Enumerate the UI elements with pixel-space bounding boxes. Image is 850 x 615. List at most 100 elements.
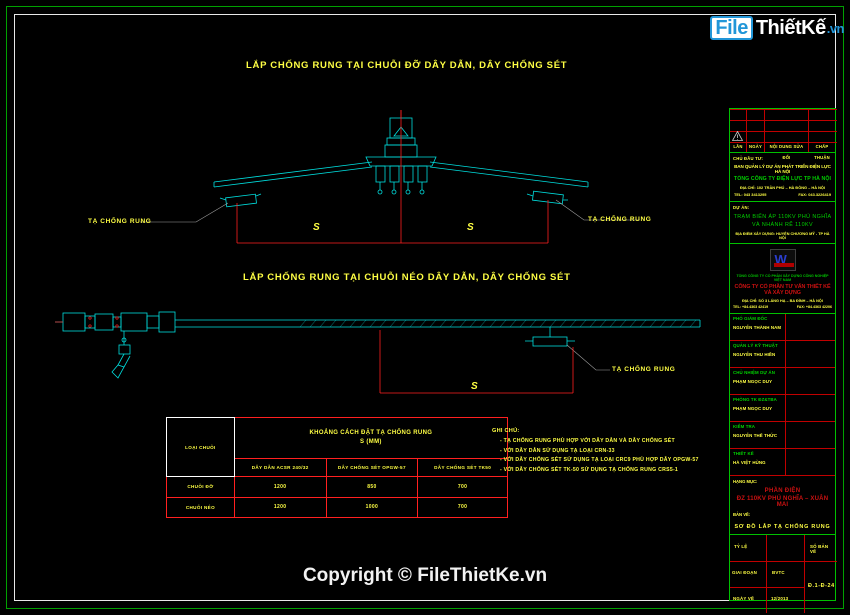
signature-row: THIẾT KẾ HÀ VIỆT HÙNG (730, 449, 835, 476)
owner-line2: TỔNG CÔNG TY ĐIỆN LỰC TP HÀ NỘI (733, 176, 832, 182)
title-block: LẦN NGÀY NỘI DUNG SỬA ĐỔI CHẤP THUẬN CHỦ… (729, 108, 837, 613)
sig-name: HÀ VIỆT HÙNG (733, 460, 766, 465)
spec-table: LOẠI CHUỖI KHOẢNG CÁCH ĐẶT TẠ CHỐNG RUNG… (166, 416, 509, 519)
logo-thiet-text: Thiết (755, 16, 802, 39)
outer-border (6, 6, 844, 609)
subheader-acsr: DÂY DẪN ACSR 240/32 (233, 457, 327, 478)
signature-row: PHÒNG TK ĐZ&TBA PHẠM NGỌC DUY (730, 395, 835, 422)
logo-red-bar (773, 263, 794, 267)
row-chuoi-do-acsr: 1200 (233, 476, 327, 498)
table-subheader-row: DÂY DẪN ACSR 240/32 DÂY CHỐNG SÉT OPGW-5… (167, 457, 508, 478)
revision-headers: LẦN NGÀY NỘI DUNG SỬA ĐỔI CHẤP THUẬN (730, 141, 835, 160)
sig-name: PHẠM NGỌC DUY (733, 379, 773, 384)
row-chuoi-neo-opgw: 1000 (325, 496, 419, 519)
drawing-caption: BẢN VẼ: (733, 512, 751, 517)
filethietke-logo: File Thiết Kế .vn (710, 16, 845, 40)
owner-section: CHỦ ĐẦU TƯ: BAN QUẢN LÝ DỰ ÁN PHÁT TRIỂN… (730, 153, 835, 202)
rev-header-noidung: NỘI DUNG SỬA ĐỔI (764, 141, 808, 160)
contractor-address: ĐỊA CHỈ: SỐ 3 LÁNG HẠ – BA ĐÌNH – HÀ NỘI (742, 299, 823, 303)
contractor-line2: CÔNG TY CỔ PHẦN TƯ VẤN THIẾT KẾ VÀ XÂY D… (734, 284, 831, 296)
sig-space (786, 341, 835, 367)
sig-role: PHÒNG TK ĐZ&TBA (733, 397, 777, 402)
table-header-row: LOẠI CHUỖI KHOẢNG CÁCH ĐẶT TẠ CHỐNG RUNG… (166, 416, 509, 478)
project-location: ĐỊA ĐIỂM XÂY DỰNG: HUYỆN CHƯƠNG MỸ - TP … (735, 232, 830, 240)
project-section: DỰ ÁN: TRẠM BIẾN ÁP 110KV PHÚ NGHĨA VÀ N… (730, 202, 835, 244)
label-damper-left: TẠ CHỐNG RUNG (88, 218, 152, 225)
sig-role: PHÓ GIÁM ĐỐC (733, 316, 768, 321)
sig-space (786, 395, 835, 421)
header-span-line1: KHOẢNG CÁCH ĐẶT TẠ CHỐNG RUNG (309, 430, 433, 437)
top-diagram-title: LẮP CHỐNG RUNG TẠI CHUỖI ĐỠ DÂY DẪN, DÂY… (246, 60, 568, 71)
contractor-section: W TỔNG CÔNG TY CỔ PHẦN XÂY DỰNG CÔNG NGH… (730, 244, 835, 314)
contractor-fax: FAX: +84.4363 42206 (796, 305, 832, 309)
contractor-logo: W (769, 249, 796, 271)
sig-role: QUẢN LÝ KỸ THUẬT (733, 343, 778, 348)
owner-line1: BAN QUẢN LÝ DỰ ÁN PHÁT TRIỂN ĐIỆN LỰC HÀ… (734, 164, 831, 174)
item-caption: HẠNG MỤC: (733, 479, 758, 484)
owner-caption: CHỦ ĐẦU TƯ: (733, 156, 764, 161)
notes-block: GHI CHÚ: - TẠ CHỐNG RUNG PHÙ HỢP VỚI DÂY… (492, 427, 699, 475)
item-line1: PHẦN ĐIỆN (764, 488, 801, 494)
signature-row: QUẢN LÝ KỸ THUẬT NGUYỄN THU HIỀN (730, 341, 835, 368)
logo-vn-text: .vn (826, 20, 845, 36)
owner-tel: TEL: 043 3413295 (734, 192, 767, 197)
item-section: HẠNG MỤC: PHẦN ĐIỆN ĐZ 110KV PHÚ NGHĨA –… (730, 476, 835, 535)
sig-space (786, 449, 835, 475)
sig-name: PHẠM NGỌC DUY (733, 406, 773, 411)
dwgno-value: Đ.1-Đ-24 (808, 583, 835, 589)
sig-name: NGUYỄN THU HIỀN (733, 352, 776, 357)
signature-row: PHÓ GIÁM ĐỐC NGUYỄN THÀNH NAM (730, 314, 835, 341)
project-line2: VÀ NHÁNH RẼ 110KV (752, 222, 813, 228)
note-item: - TẠ CHỐNG RUNG PHÙ HỢP VỚI DÂY DẪN VÀ D… (500, 438, 675, 445)
signature-row: KIỂM TRA NGUYỄN THẾ THỨC (730, 422, 835, 449)
date-value: 12/2013 (771, 596, 789, 601)
sig-role: THIẾT KẾ (733, 451, 754, 456)
dimension-s-left: S (313, 222, 320, 233)
row-chuoi-neo-label: CHUỖI NÉO (166, 496, 235, 519)
rev-header-ngay: NGÀY (746, 141, 764, 152)
sig-space (786, 314, 835, 340)
row-chuoi-neo-acsr: 1200 (233, 496, 327, 519)
contractor-tel: TEL: +84.4363 42419 (733, 305, 769, 309)
note-item: - VỚI DÂY DẪN SỬ DỤNG TẠ LOẠI CRN-33 (500, 447, 615, 454)
header-span-line2: S (MM) (360, 439, 382, 446)
dimension-s-bottom: S (471, 381, 478, 392)
row-chuoi-do-label: CHUỖI ĐỠ (166, 476, 235, 498)
label-damper-right: TẠ CHỐNG RUNG (588, 216, 652, 223)
rev-header-chapthuan: CHẤP THUẬN (808, 141, 835, 160)
date-label: NGÀY VẼ (733, 596, 755, 601)
note-item: - VỚI DÂY CHỐNG SÉT SỬ DỤNG TẠ LOẠI CRC9… (500, 457, 699, 464)
bottom-diagram-title: LẮP CHỐNG RUNG TẠI CHUỖI NÉO DÂY DẪN, DÂ… (243, 272, 571, 283)
owner-fax: FAX: 043.3226419 (798, 192, 831, 197)
row-chuoi-neo-tk50: 700 (417, 496, 508, 519)
signature-row: CHỦ NHIỆM DỰ ÁN PHẠM NGỌC DUY (730, 368, 835, 395)
row-chuoi-do-opgw: 850 (325, 476, 419, 498)
table-row: CHUỖI NÉO 1200 1000 700 (166, 496, 508, 519)
sig-name: NGUYỄN THÀNH NAM (733, 325, 782, 330)
item-line2: ĐZ 110KV PHÚ NGHĨA – XUÂN MAI (736, 496, 829, 508)
footer-grid: TỶ LỆ GIAI ĐOẠN BVTC NGÀY VẼ 12/2013 SỐ … (730, 535, 837, 615)
logo-w-glyph: W (774, 252, 787, 267)
stage-label: GIAI ĐOẠN (732, 570, 757, 575)
sig-space (786, 368, 835, 394)
header-span: KHOẢNG CÁCH ĐẶT TẠ CHỐNG RUNG S (MM) (233, 417, 509, 459)
warning-triangle-icon (732, 131, 743, 141)
dimension-s-right: S (467, 222, 474, 233)
logo-file-text: File (710, 16, 753, 40)
table-row: CHUỖI ĐỠ 1200 850 700 (166, 476, 508, 498)
sig-role: KIỂM TRA (733, 424, 756, 429)
revision-table: LẦN NGÀY NỘI DUNG SỬA ĐỔI CHẤP THUẬN (730, 109, 837, 160)
header-chuoi-type: LOẠI CHUỖI (166, 416, 235, 478)
drawing-title: SƠ ĐỒ LẮP TẠ CHỐNG RUNG (734, 524, 831, 530)
sig-space (786, 422, 835, 448)
sig-role: CHỦ NHIỆM DỰ ÁN (733, 370, 775, 375)
label-damper-bottom: TẠ CHỐNG RUNG (612, 366, 676, 373)
scale-label: TỶ LỆ (734, 544, 748, 549)
contractor-line1: TỔNG CÔNG TY CỔ PHẦN XÂY DỰNG CÔNG NGHIỆ… (736, 274, 829, 282)
rev-header-lan: LẦN (733, 144, 743, 149)
sig-name: NGUYỄN THẾ THỨC (733, 433, 778, 438)
note-item: - VỚI DÂY CHỐNG SÉT TK-50 SỬ DỤNG TẠ CHỐ… (500, 466, 679, 473)
project-caption: DỰ ÁN: (733, 205, 750, 210)
dwgno-label: SỐ BẢN VẼ (810, 544, 829, 554)
